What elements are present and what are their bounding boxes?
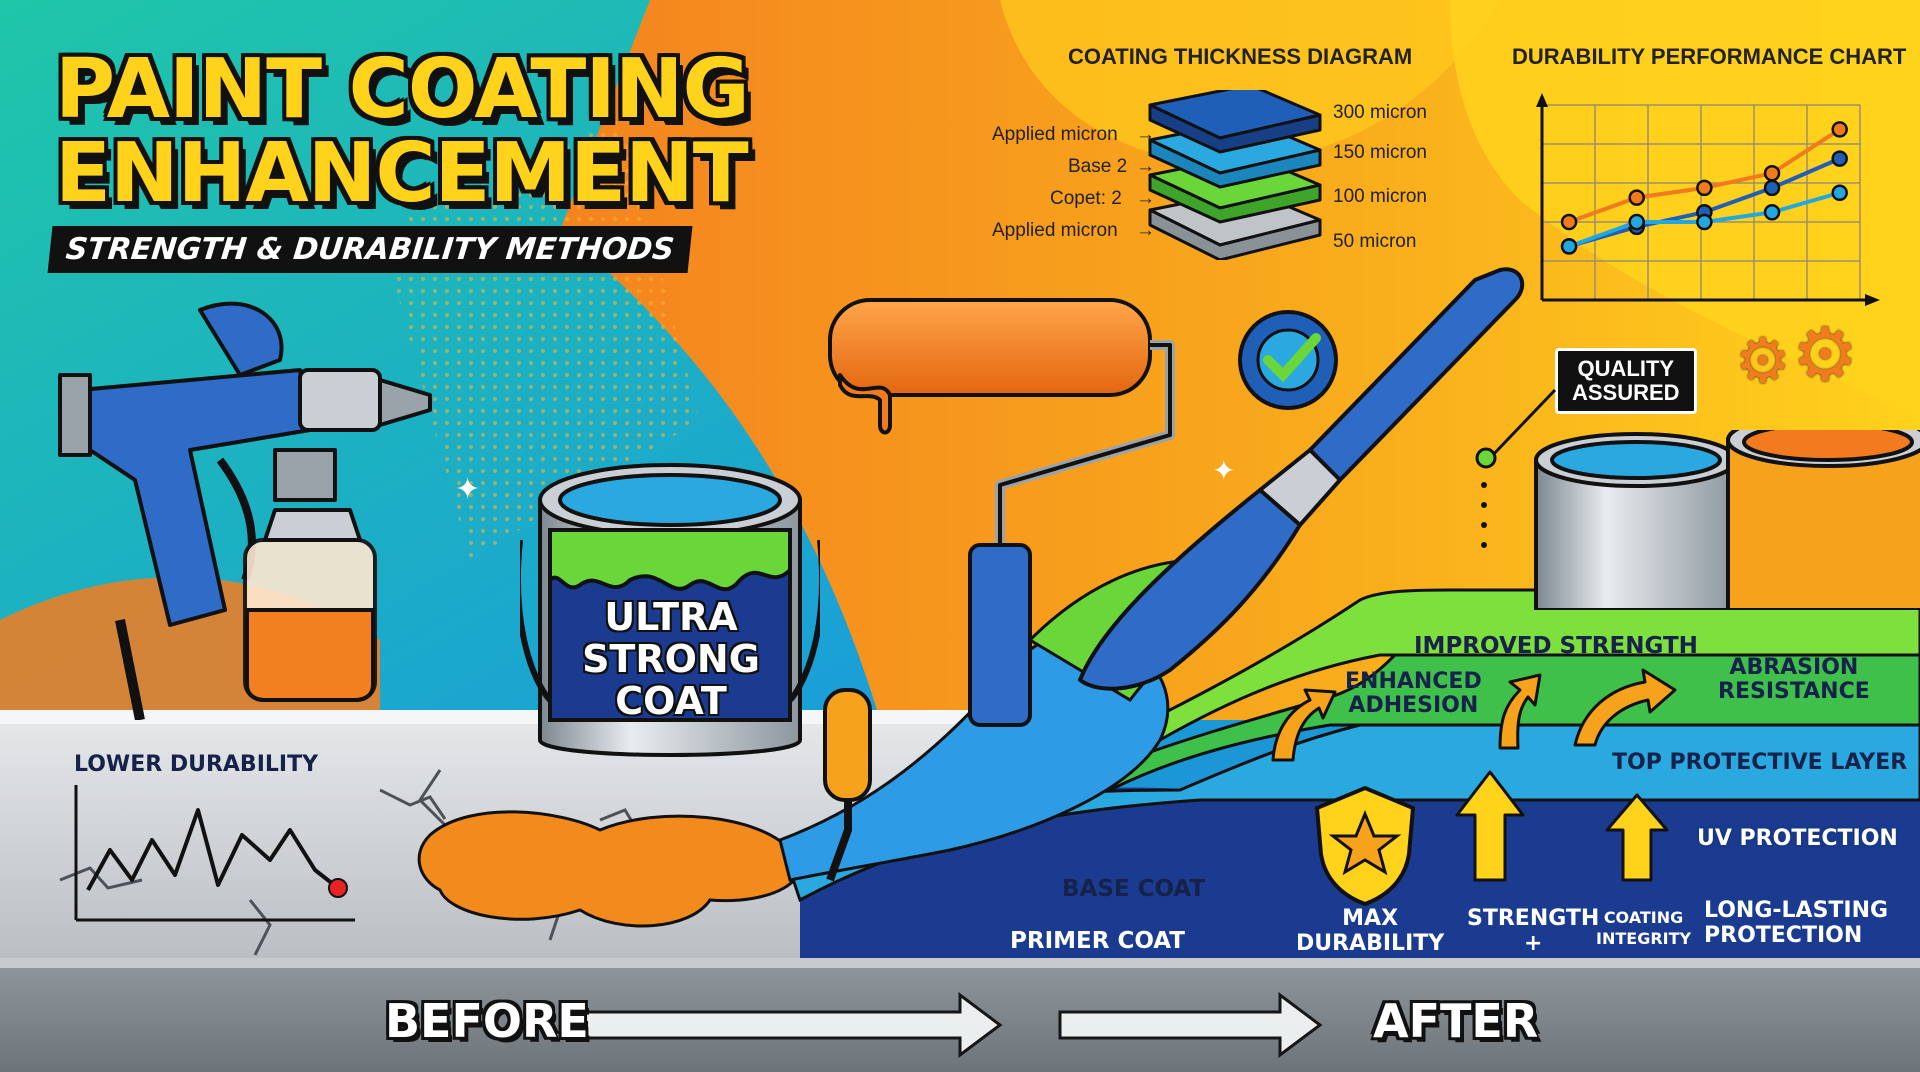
spray-gun-icon <box>58 301 432 720</box>
chart-point <box>1696 179 1713 197</box>
chart-point <box>1763 165 1781 182</box>
chart-point <box>1560 238 1578 255</box>
thickness-right-label: 150 micron <box>1333 142 1427 163</box>
subtitle: STRENGTH & DURABILITY METHODS <box>47 226 693 273</box>
main-title-line-1: PAINT COATING <box>55 42 750 137</box>
chart-point <box>1831 184 1848 201</box>
benefit-abrasion-line-1: ABRASION <box>1729 655 1859 680</box>
benefit-integrity-line-2: INTEGRITY <box>1596 929 1692 948</box>
sparkle-icon: ✦ <box>1212 454 1236 487</box>
thickness-right-label: 50 micron <box>1333 231 1417 252</box>
benefit-strength-line-1: STRENGTH <box>1467 906 1600 931</box>
performance-chart <box>1536 93 1880 306</box>
gear-icon: ⚙ <box>1735 324 1791 397</box>
thickness-diagram-title: COATING THICKNESS DIAGRAM <box>1068 44 1413 69</box>
benefit-arrows-graphic <box>1271 668 1677 882</box>
paint-brush-icon <box>1078 267 1525 691</box>
shield-star-icon <box>1314 785 1416 907</box>
thickness-left-label: Applied micron <box>992 124 1118 145</box>
chart-point <box>1560 213 1578 231</box>
after-label: AFTER <box>1373 994 1539 1048</box>
benefit-improved-strength: IMPROVED STRENGTH <box>1414 633 1698 659</box>
benefit-enhanced-adhesion-line-2: ADHESION <box>1348 693 1479 718</box>
benefit-enhanced-adhesion: ENHANCED ADHESION <box>1345 670 1482 718</box>
paint-roller-icon <box>828 298 1175 727</box>
thickness-left-label: Copet: 2 <box>1050 188 1122 209</box>
check-gauge-icon <box>1238 310 1338 410</box>
chart-x-axis-arrow <box>1865 294 1880 306</box>
chart-point <box>1831 121 1848 138</box>
quality-badge-line-2: ASSURED <box>1572 380 1680 405</box>
benefit-strength: STRENGTH + <box>1467 906 1599 956</box>
benefit-abrasion-resistance: ABRASION RESISTANCE <box>1718 656 1870 704</box>
arrow-right-icon: → <box>1136 188 1155 209</box>
chart-point <box>1628 189 1645 206</box>
connector-dots <box>1475 388 1557 548</box>
benefit-long-line-2: PROTECTION <box>1704 923 1863 948</box>
thickness-layers-graphic <box>1148 90 1322 260</box>
quality-assured-badge: QUALITY ASSURED <box>1555 348 1697 414</box>
thickness-right-label: 300 micron <box>1333 102 1427 123</box>
benefit-max-durability: MAX DURABILITY <box>1296 906 1444 956</box>
arrow-right-icon: → <box>1136 156 1155 177</box>
arrow-right-icon: → <box>1136 220 1155 241</box>
sparkle-icon: ✦ <box>455 472 481 507</box>
performance-chart-title: DURABILITY PERFORMANCE CHART <box>1512 44 1907 69</box>
thickness-right-label: 100 micron <box>1333 186 1427 207</box>
benefit-max-line-1: MAX <box>1342 906 1399 931</box>
benefit-enhanced-adhesion-line-1: ENHANCED <box>1345 669 1482 694</box>
small-roller-icon <box>823 688 872 882</box>
layer-label-top-protective: TOP PROTECTIVE LAYER <box>1612 750 1908 775</box>
paint-can-icon <box>520 463 820 757</box>
paint-can-label-line-3: COAT <box>615 679 727 723</box>
chart-point <box>1628 213 1645 231</box>
main-title-line-2: ENHANCEMENT <box>55 126 749 221</box>
thickness-left-label: Applied micron <box>992 220 1118 241</box>
paint-cans-icon <box>1534 430 1920 610</box>
arrow-right-icon: → <box>1136 124 1155 145</box>
benefit-max-line-2: DURABILITY <box>1296 931 1445 956</box>
chart-y-axis-arrow <box>1536 93 1548 107</box>
benefit-integrity-line-1: COATING <box>1603 908 1684 927</box>
paint-can-label-line-2: STRONG <box>582 637 760 681</box>
chart-point <box>1831 150 1848 167</box>
chart-point <box>1696 213 1713 231</box>
benefit-abrasion-line-2: RESISTANCE <box>1718 679 1870 704</box>
gear-icon: ⚙ <box>1792 312 1859 398</box>
lower-durability-label: LOWER DURABILITY <box>74 752 319 777</box>
quality-badge-line-1: QUALITY <box>1577 356 1675 381</box>
benefit-long-line-1: LONG-LASTING <box>1704 898 1889 923</box>
layer-label-base: BASE COAT <box>1062 876 1206 902</box>
paint-can-label-line-1: ULTRA <box>604 595 738 639</box>
lower-durability-graph <box>74 785 355 922</box>
benefit-coating-integrity: COATING INTEGRITY <box>1596 907 1691 949</box>
layer-label-primer: PRIMER COAT <box>1010 928 1185 954</box>
before-label: BEFORE <box>385 994 589 1048</box>
layer-label-uv: UV PROTECTION <box>1697 826 1898 851</box>
benefit-long-lasting: LONG-LASTING PROTECTION <box>1704 898 1888 948</box>
chart-point <box>1763 204 1781 221</box>
thickness-left-label: Base 2 <box>1068 156 1128 177</box>
benefit-strength-line-2: + <box>1523 931 1543 956</box>
chart-point <box>1763 179 1781 197</box>
